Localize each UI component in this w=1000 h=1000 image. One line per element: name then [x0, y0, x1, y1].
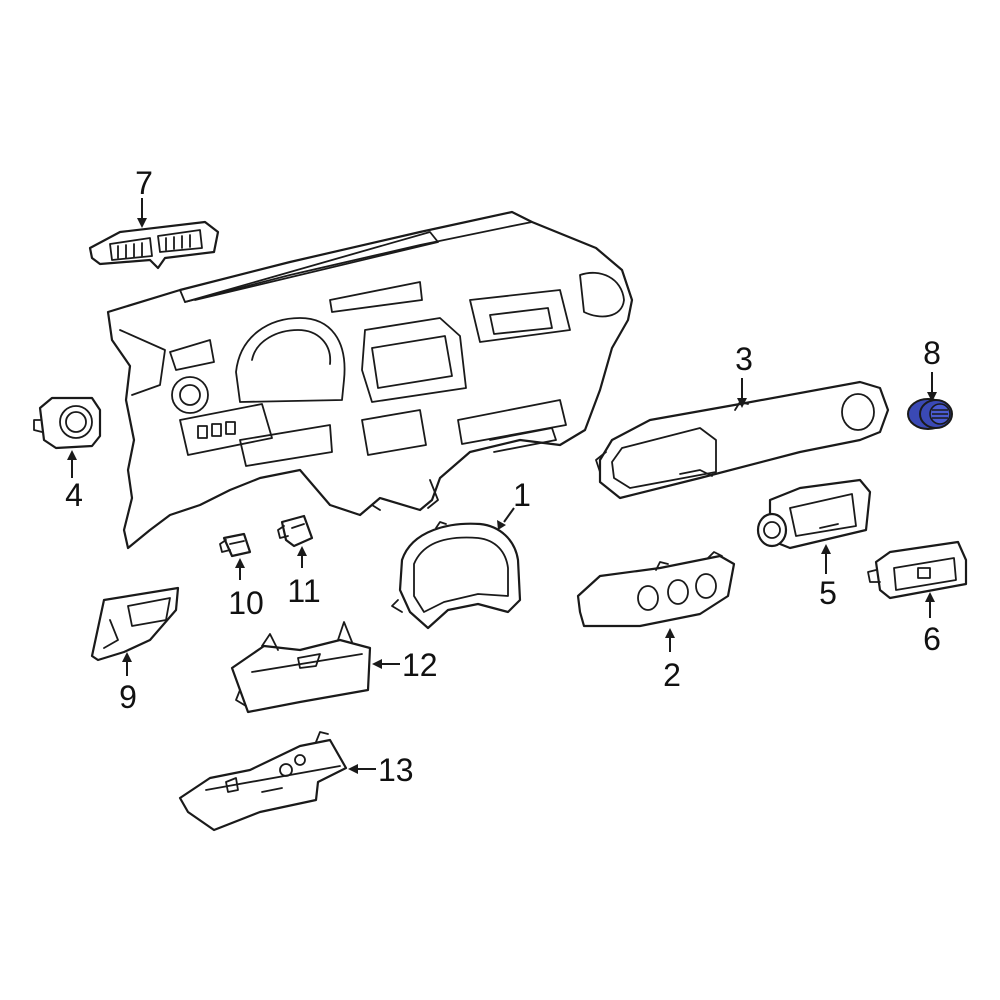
callout-10: 10 [228, 585, 264, 621]
part-3-trim-panel[interactable] [595, 380, 890, 500]
callout-1: 1 [513, 477, 531, 513]
callout-4: 4 [65, 477, 83, 513]
callout-7: 7 [135, 165, 153, 201]
callout-2: 2 [663, 657, 681, 693]
part-12-glove-box[interactable] [230, 621, 372, 714]
part-7-center-air-vent[interactable] [88, 220, 220, 270]
callout-9: 9 [119, 679, 137, 715]
callout-3: 3 [735, 341, 753, 377]
part-4-switch-bezel[interactable] [33, 396, 102, 450]
callout-labels: 1 2 3 4 5 6 7 8 9 10 11 12 13 [65, 165, 941, 788]
callout-11: 11 [287, 573, 320, 609]
part-2-lower-switch-panel[interactable] [576, 551, 736, 628]
instrument-panel[interactable] [106, 210, 634, 550]
part-9-side-panel[interactable] [90, 586, 180, 662]
callout-13: 13 [378, 752, 414, 788]
part-5-center-bezel[interactable] [756, 478, 872, 550]
leader-lines [67, 198, 937, 774]
part-1-cluster-hood[interactable] [391, 521, 522, 630]
callout-8: 8 [923, 335, 941, 371]
part-10-switch[interactable] [219, 532, 252, 558]
part-8-air-vent-knob[interactable] [907, 398, 953, 430]
callout-12: 12 [402, 647, 438, 683]
callout-6: 6 [923, 621, 941, 657]
part-6-switch-panel[interactable] [867, 540, 968, 600]
part-13-lower-bracket[interactable] [178, 731, 348, 832]
callout-5: 5 [819, 575, 837, 611]
part-11-switch[interactable] [277, 514, 314, 548]
